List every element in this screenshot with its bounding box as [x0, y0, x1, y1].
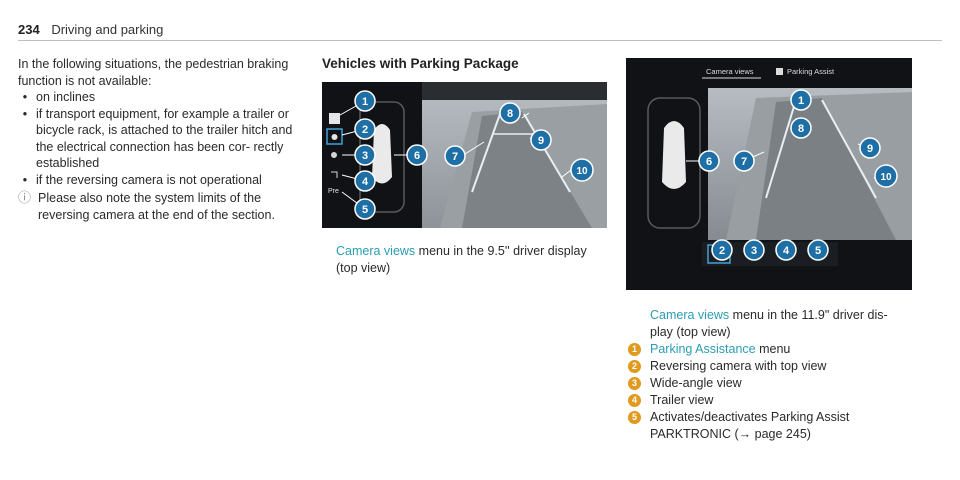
- note-text: Please also note the system limits of th…: [38, 191, 275, 222]
- callout-2: [354, 118, 376, 140]
- caption-link: Camera views: [650, 308, 730, 322]
- caption-9-5-display: Camera views menu in the 9.5'' driver di…: [336, 243, 606, 276]
- car-icon: [662, 121, 686, 189]
- bullet-text: if the reversing camera is not operation…: [36, 172, 262, 187]
- bullet-item: • on inclines: [18, 89, 302, 106]
- tab-camera-views: Camera views: [706, 67, 754, 76]
- callout-label: 1: [798, 95, 804, 107]
- screen2-callouts: 1 2 3 4 5 6 7 8 9 10: [698, 89, 898, 261]
- caption-text: menu in the 11.9" driver dis- play (top …: [650, 308, 888, 339]
- callout-1: [790, 89, 812, 111]
- callout-label: 4: [783, 245, 790, 257]
- callout-9: [859, 137, 881, 159]
- tab-parking-assist: Parking Assist: [787, 67, 835, 76]
- callout-10: [570, 158, 594, 182]
- legend-text: Reversing camera with top view: [650, 359, 827, 373]
- callout-label: 5: [362, 204, 368, 216]
- callout-label: 6: [706, 156, 712, 168]
- callout-label: 9: [867, 143, 873, 155]
- callout-label: 3: [751, 245, 757, 257]
- screen-11-9-display: Camera views Parking Assist Pre: [626, 58, 912, 290]
- bullet-item: • if the reversing camera is not operati…: [18, 172, 302, 189]
- header-divider: [18, 40, 942, 41]
- callout-label: 8: [507, 108, 513, 120]
- legend-badge: 3: [628, 377, 641, 390]
- callout-10: [874, 164, 898, 188]
- callout-label: 1: [362, 96, 368, 108]
- bullet-dot: •: [22, 90, 28, 104]
- callout-8: [790, 117, 812, 139]
- callout-9: [530, 129, 552, 151]
- legend-item-5: 5 Activates/deactivates Parking Assist P…: [628, 409, 868, 442]
- callout-6: [698, 150, 720, 172]
- callout-7: [733, 150, 755, 172]
- caption-11-9-display: Camera views menu in the 11.9" driver di…: [650, 307, 912, 340]
- legend-badge: 1: [628, 343, 641, 356]
- callout-4: [775, 239, 797, 261]
- bullet-dot: •: [22, 172, 28, 187]
- legend-badge: 4: [628, 394, 641, 407]
- legend-item-2: 2 Reversing camera with top view: [628, 358, 918, 375]
- section-title: Vehicles with Parking Package: [322, 56, 519, 71]
- parking-icon: [776, 68, 783, 75]
- callout-4: [354, 170, 376, 192]
- screen-9-5-display: Pre 1 2 3 4 5: [322, 82, 607, 228]
- screen1-callouts: 1 2 3 4 5 6 7 8 9 10: [354, 90, 594, 220]
- note-icon: ⓘ: [18, 190, 32, 205]
- callout-label: 10: [576, 166, 588, 177]
- callout-label: 8: [798, 123, 804, 135]
- legend-text: Activates/deactivates Parking Assist PAR…: [650, 410, 850, 441]
- screen1-image: Pre 1 2 3 4 5: [322, 82, 607, 228]
- callout-3: [743, 239, 765, 261]
- legend-text: menu: [755, 342, 791, 356]
- legend-item-3: 3 Wide-angle view: [628, 375, 918, 392]
- caption-text: menu in the 9.5'' driver display (top vi…: [336, 244, 587, 275]
- bullet-text: if transport equipment, for example a tr…: [36, 106, 293, 171]
- callout-5: [807, 239, 829, 261]
- callout-6: [406, 144, 428, 166]
- callout-label: 7: [741, 156, 747, 168]
- callout-8: [499, 102, 521, 124]
- legend-link: Parking Assistance: [650, 342, 756, 356]
- screen1-ground: [462, 112, 592, 228]
- legend-item-1: 1 Parking Assistance menu: [628, 341, 918, 358]
- bullet-item: • if transport equipment, for example a …: [18, 106, 302, 172]
- callout-label: 2: [362, 124, 368, 136]
- legend-item-4: 4 Trailer view: [628, 392, 918, 409]
- screen1-pre-label: Pre: [328, 188, 339, 195]
- callout-1: [354, 90, 376, 112]
- caption-link: Camera views: [336, 244, 416, 258]
- page-header: 234 Driving and parking: [18, 22, 163, 37]
- callout-5: [354, 198, 376, 220]
- bullet-dot: •: [22, 106, 28, 121]
- callout-label: 7: [452, 151, 458, 163]
- legend-badge: 5: [628, 411, 641, 424]
- left-column: In the following situations, the pedestr…: [18, 56, 302, 223]
- callout-7: [444, 145, 466, 167]
- note-block: ⓘ Please also note the system limits of …: [18, 190, 302, 223]
- callout-label: 10: [880, 172, 892, 183]
- screen2-image: Camera views Parking Assist Pre: [626, 58, 912, 290]
- legend-badge: 2: [628, 360, 641, 373]
- callout-label: 2: [719, 245, 725, 257]
- legend-text: Trailer view: [650, 393, 714, 407]
- callout-label: 3: [362, 150, 368, 162]
- callout-label: 6: [414, 150, 420, 162]
- page-number: 234: [18, 22, 40, 37]
- callout-3: [354, 144, 376, 166]
- callout-2: [711, 239, 733, 261]
- callout-label: 4: [362, 176, 369, 188]
- screen2-ground: [756, 98, 896, 240]
- intro-text: In the following situations, the pedestr…: [18, 57, 289, 88]
- callout-label: 9: [538, 135, 544, 147]
- section-name: Driving and parking: [51, 22, 164, 37]
- legend-text: Wide-angle view: [650, 376, 742, 390]
- callout-label: 5: [815, 245, 821, 257]
- bullet-text: on inclines: [36, 90, 96, 104]
